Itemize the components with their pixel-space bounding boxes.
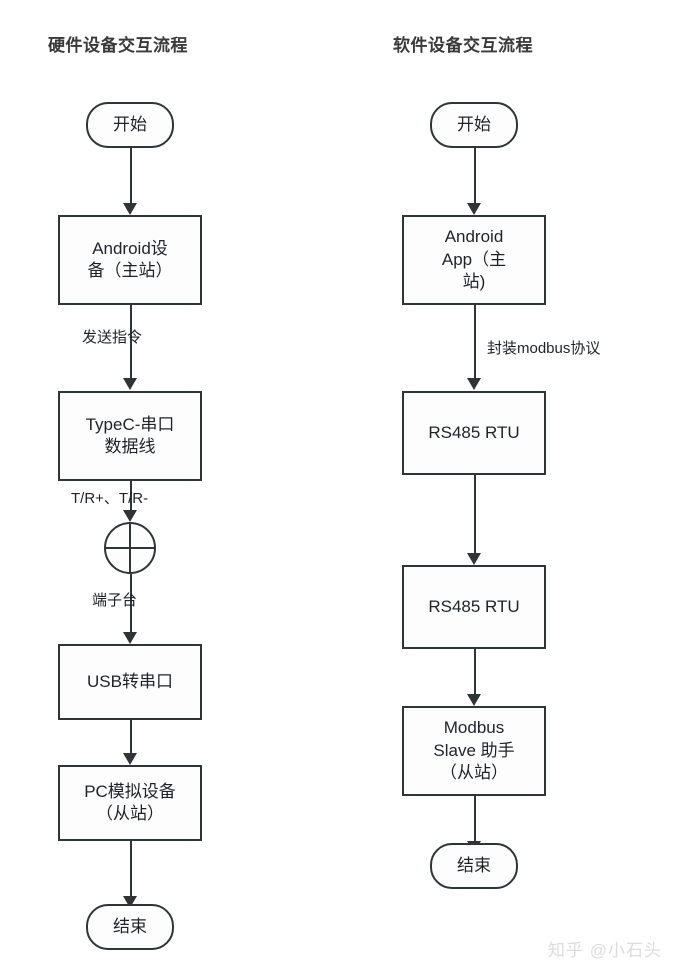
left-edge-send-command bbox=[130, 305, 132, 383]
left-edge-start-to-android bbox=[130, 148, 132, 206]
right-edge-rtu-to-modbus-slave bbox=[474, 649, 476, 701]
right-node-rs485-rtu-master[interactable]: RS485 RTU bbox=[402, 391, 546, 475]
left-node-android-device-label: Android设 备（主站） bbox=[87, 238, 173, 280]
right-node-android-app[interactable]: Android App（主 站) bbox=[402, 215, 546, 305]
left-edge-terminal-block bbox=[130, 574, 132, 636]
right-node-end[interactable]: 结束 bbox=[430, 843, 518, 889]
right-node-rs485-rtu-master-label: RS485 RTU bbox=[428, 422, 520, 442]
left-edge-usb-to-pc bbox=[130, 720, 132, 760]
right-arrowhead-4 bbox=[467, 694, 481, 706]
left-edge-label-send-command: 发送指令 bbox=[82, 329, 143, 346]
right-node-start-label: 开始 bbox=[457, 114, 491, 134]
left-node-pc-simulated-device[interactable]: PC模拟设备 （从站） bbox=[58, 765, 202, 841]
right-arrowhead-1 bbox=[467, 203, 481, 215]
left-edge-tr-lines bbox=[130, 481, 132, 516]
left-arrowhead-1 bbox=[123, 203, 137, 215]
left-edge-label-terminal-block: 端子台 bbox=[92, 592, 138, 609]
right-arrowhead-2 bbox=[467, 378, 481, 390]
junction-vertical-line bbox=[129, 524, 131, 572]
left-node-typec-cable-label: TypeC-串口 数据线 bbox=[85, 414, 175, 456]
left-arrowhead-4 bbox=[123, 632, 137, 644]
left-arrowhead-2 bbox=[123, 378, 137, 390]
left-edge-pc-to-end bbox=[130, 841, 132, 903]
right-edge-rtu-to-rtu bbox=[474, 475, 476, 560]
right-column-title: 软件设备交互流程 bbox=[393, 36, 533, 55]
watermark-zhihu: 知乎 @小石头 bbox=[548, 941, 662, 960]
left-node-usb-to-serial[interactable]: USB转串口 bbox=[58, 644, 202, 720]
left-edge-label-tr-lines: T/R+、T/R- bbox=[71, 490, 149, 507]
left-arrowhead-3 bbox=[123, 510, 137, 522]
right-node-modbus-slave-tool[interactable]: Modbus Slave 助手 （从站） bbox=[402, 706, 546, 796]
left-arrowhead-5 bbox=[123, 753, 137, 765]
left-node-typec-cable[interactable]: TypeC-串口 数据线 bbox=[58, 391, 202, 481]
right-node-rs485-rtu-slave-label: RS485 RTU bbox=[428, 596, 520, 616]
right-edge-start-to-app bbox=[474, 148, 476, 206]
right-node-rs485-rtu-slave[interactable]: RS485 RTU bbox=[402, 565, 546, 649]
right-edge-modbus-to-end bbox=[474, 796, 476, 848]
left-node-terminal-block-junction[interactable] bbox=[104, 522, 156, 574]
left-node-end-label: 结束 bbox=[113, 916, 147, 936]
right-node-start[interactable]: 开始 bbox=[430, 102, 518, 148]
right-node-modbus-slave-tool-label: Modbus Slave 助手 （从站） bbox=[433, 718, 515, 783]
left-node-pc-simulated-device-label: PC模拟设备 （从站） bbox=[84, 781, 176, 823]
left-column-title: 硬件设备交互流程 bbox=[48, 36, 188, 55]
right-edge-label-encapsulate-modbus: 封装modbus协议 bbox=[487, 340, 601, 357]
right-edge-encapsulate-modbus bbox=[474, 305, 476, 383]
right-node-android-app-label: Android App（主 站) bbox=[441, 227, 507, 292]
left-node-usb-to-serial-label: USB转串口 bbox=[87, 671, 173, 691]
right-arrowhead-3 bbox=[467, 553, 481, 565]
left-node-end[interactable]: 结束 bbox=[86, 904, 174, 950]
left-node-android-device[interactable]: Android设 备（主站） bbox=[58, 215, 202, 305]
left-node-start-label: 开始 bbox=[113, 114, 147, 134]
left-node-start[interactable]: 开始 bbox=[86, 102, 174, 148]
right-node-end-label: 结束 bbox=[457, 855, 491, 875]
